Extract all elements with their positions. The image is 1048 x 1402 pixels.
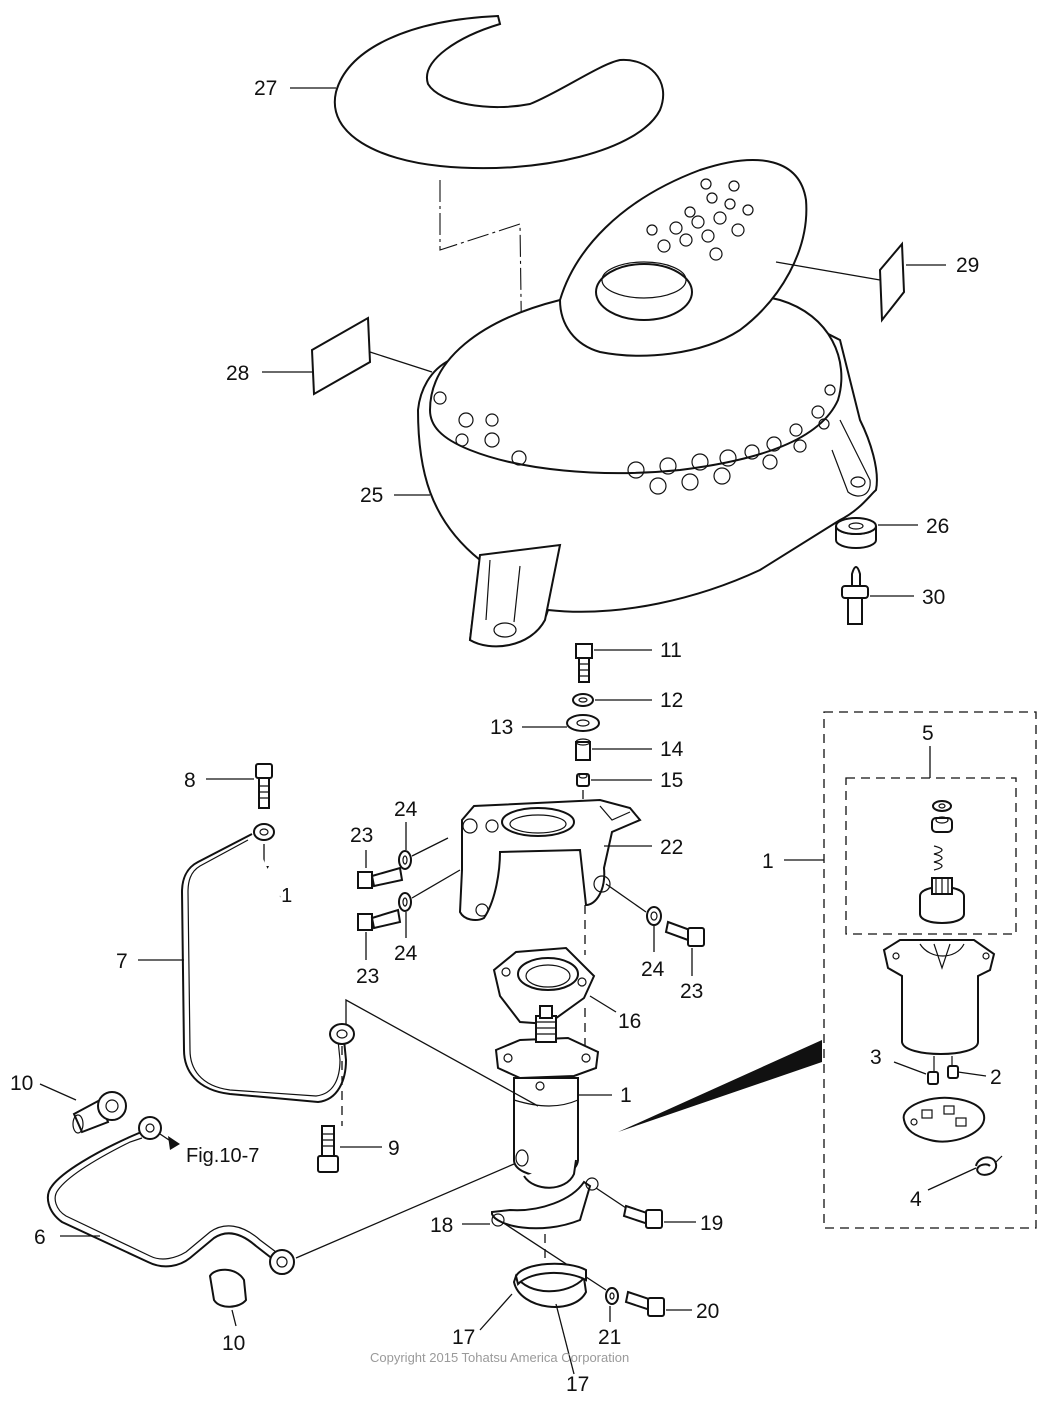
part-22-bracket: [458, 798, 642, 921]
part-16-gasket: [492, 946, 596, 1026]
callout-8: 8: [184, 769, 196, 792]
part-24-washer-a: [398, 850, 412, 870]
part-29-decal: [878, 241, 906, 323]
callout-11: 11: [660, 639, 682, 662]
part-28-decal: [310, 316, 372, 396]
part-10-fitting-b: [208, 1268, 248, 1308]
callout-20: 20: [696, 1300, 719, 1323]
callout-23-a: 23: [350, 824, 373, 847]
part-12-washer: [572, 693, 594, 707]
callout-27: 27: [254, 77, 277, 100]
part-27-cover-pad: [333, 14, 665, 170]
inset-pointer: [618, 1040, 822, 1132]
part-14-collar: [575, 738, 591, 761]
part-21-washer: [605, 1287, 619, 1305]
part-24-washer-c: [646, 906, 662, 926]
part-1-starter-motor: [494, 1005, 600, 1189]
inset-starter-assembly: [823, 711, 1037, 1229]
brush-holder-plate: [902, 1096, 986, 1143]
part-20-bolt: [624, 1290, 665, 1317]
callout-3: 3: [870, 1046, 882, 1069]
callout-28: 28: [226, 362, 249, 385]
part-5-pinion-set: [919, 800, 965, 924]
callout-2: 2: [990, 1066, 1002, 1089]
callout-14: 14: [660, 738, 684, 761]
part-23-bolt-b: [357, 908, 402, 931]
callout-23-b: 23: [356, 965, 379, 988]
callout-10-a: 10: [10, 1072, 33, 1095]
callout-16: 16: [618, 1010, 641, 1033]
callout-9: 9: [388, 1137, 400, 1160]
callout-15: 15: [660, 769, 683, 792]
callout-23-c: 23: [680, 980, 703, 1003]
callout-24-c: 24: [641, 958, 665, 981]
part-23-bolt-c: [664, 920, 705, 947]
part-18-band: [491, 1177, 599, 1230]
part-9-bolt: [317, 1125, 339, 1173]
callout-26: 26: [926, 515, 949, 538]
callout-19: 19: [700, 1212, 723, 1235]
callout-1-inset: 1: [762, 850, 774, 873]
part-26-grommet: [835, 517, 877, 549]
part-19-bolt: [622, 1204, 663, 1229]
callout-17-a: 17: [452, 1326, 475, 1349]
callout-4: 4: [910, 1188, 922, 1211]
callout-24-a: 24: [394, 798, 418, 821]
copyright-notice: Copyright 2015 Tohatsu America Corporati…: [370, 1350, 629, 1365]
ref-fig-10-7: Fig.10-7: [186, 1145, 259, 1167]
part-17-cushion: [512, 1262, 588, 1308]
part-7-hose: [180, 833, 355, 1104]
part-2-brush: [947, 1065, 959, 1079]
callout-5: 5: [922, 722, 934, 745]
callout-24-b: 24: [394, 942, 418, 965]
callout-25: 25: [360, 484, 383, 507]
callout-1-main: 1: [620, 1084, 632, 1107]
arrow-fig107: [168, 1136, 180, 1150]
part-4-spring: [975, 1155, 1003, 1176]
callout-29: 29: [956, 254, 979, 277]
part-23-bolt-a: [357, 866, 404, 889]
part-6-pipe: [46, 1116, 295, 1275]
callout-18: 18: [430, 1214, 453, 1237]
part-13-washer: [566, 714, 600, 732]
part-3-brush: [927, 1071, 939, 1085]
part-24-washer-b: [398, 892, 412, 912]
part-11-bolt: [575, 643, 593, 683]
callout-6: 6: [34, 1226, 46, 1249]
part-8-bolt: [253, 763, 275, 841]
part-15-nut: [576, 773, 590, 787]
callout-22: 22: [660, 836, 683, 859]
callout-12: 12: [660, 689, 683, 712]
callout-10-b: 10: [222, 1332, 245, 1355]
callout-17-b: 17: [566, 1373, 589, 1396]
callout-13: 13: [490, 716, 513, 739]
callout-7: 7: [116, 950, 128, 973]
part-25-flywheel-cover: [416, 159, 878, 648]
part-10-fitting-a: [72, 1091, 127, 1134]
part-30-collar: [841, 566, 869, 625]
callout-30: 30: [922, 586, 945, 609]
callout-21: 21: [598, 1326, 621, 1349]
